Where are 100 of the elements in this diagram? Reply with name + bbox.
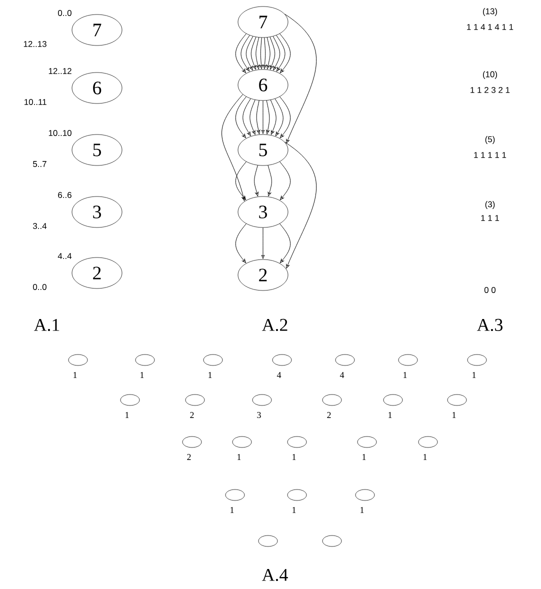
ellipse-node: 2 xyxy=(72,257,122,289)
ellipse-node: 5 xyxy=(72,134,122,166)
arrow xyxy=(280,33,291,74)
count-label: (10) xyxy=(483,71,497,79)
range-label: 10..10 xyxy=(48,130,72,136)
arrow xyxy=(222,94,246,201)
range-label: 5..7 xyxy=(33,161,46,167)
arrow xyxy=(266,37,270,70)
count-label: 4 xyxy=(340,372,344,378)
empty-ellipse xyxy=(357,436,377,448)
arrow xyxy=(276,35,286,72)
count-label: 1 xyxy=(472,372,476,378)
arrow xyxy=(280,96,291,138)
arrow xyxy=(280,223,291,264)
count-label: 1 xyxy=(404,372,407,378)
empty-ellipse xyxy=(418,436,438,448)
arrow xyxy=(240,35,250,72)
count-label: 1 1 2 3 2 1 xyxy=(470,87,510,93)
arrow xyxy=(261,227,265,259)
empty-ellipse xyxy=(398,354,418,366)
count-label: (5) xyxy=(485,136,495,144)
range-label: 3..4 xyxy=(33,223,47,229)
arrow xyxy=(270,36,276,70)
arrow xyxy=(242,98,251,136)
range-label: 12..12 xyxy=(48,68,72,74)
arrow xyxy=(272,36,280,70)
count-label: 1 xyxy=(424,454,427,460)
arrow xyxy=(263,37,266,69)
empty-ellipse xyxy=(135,354,155,366)
panel-caption: A.1 xyxy=(34,318,60,332)
empty-ellipse xyxy=(120,394,140,406)
range-label: 6..6 xyxy=(58,192,72,198)
empty-ellipse xyxy=(447,394,467,406)
empty-ellipse xyxy=(335,354,355,366)
ellipse-node: 7 xyxy=(238,6,288,38)
arrow xyxy=(254,165,258,196)
arrow xyxy=(260,37,263,69)
count-label: 1 xyxy=(140,372,144,378)
ellipse-node: 3 xyxy=(72,196,122,228)
arrow xyxy=(235,96,246,138)
range-label: 10..11 xyxy=(24,99,46,105)
empty-ellipse xyxy=(68,354,88,366)
count-label: 1 xyxy=(362,454,366,460)
empty-ellipse xyxy=(225,489,245,501)
range-label: 4..4 xyxy=(58,253,72,259)
ellipse-node: 7 xyxy=(72,14,122,46)
empty-ellipse xyxy=(383,394,403,406)
arrow xyxy=(268,165,272,196)
arrow xyxy=(235,223,246,264)
arrow xyxy=(246,36,254,70)
count-label: 1 xyxy=(292,454,296,460)
empty-ellipse xyxy=(232,436,252,448)
empty-ellipse xyxy=(355,489,375,501)
panel-caption: A.3 xyxy=(476,318,502,332)
range-label: 0..0 xyxy=(58,10,72,16)
arrow xyxy=(250,36,256,70)
arrow xyxy=(256,37,260,70)
empty-ellipse xyxy=(322,535,342,547)
count-label: 1 1 1 xyxy=(481,215,499,221)
empty-ellipse xyxy=(258,535,278,547)
ellipse-node: 3 xyxy=(238,196,288,228)
count-label: 1 xyxy=(238,454,241,460)
arrow xyxy=(270,100,276,135)
count-label: 1 1 1 1 1 xyxy=(474,152,506,158)
arrow xyxy=(235,161,246,200)
count-label: 2 xyxy=(327,412,331,418)
count-label: 1 xyxy=(388,412,392,418)
count-label: 3 xyxy=(257,412,261,418)
arrow xyxy=(274,98,284,136)
arrow xyxy=(250,100,256,135)
empty-ellipse xyxy=(322,394,342,406)
count-label: 1 xyxy=(292,507,296,513)
empty-ellipse xyxy=(252,394,272,406)
count-label: 2 xyxy=(187,454,191,460)
count-label: 2 xyxy=(190,412,194,418)
empty-ellipse xyxy=(185,394,205,406)
arrow xyxy=(256,100,260,134)
arrow xyxy=(235,33,246,74)
ellipse-node: 6 xyxy=(72,72,122,104)
empty-ellipse xyxy=(272,354,292,366)
ellipse-node: 6 xyxy=(238,69,288,101)
count-label: 1 xyxy=(452,412,456,418)
empty-ellipse xyxy=(287,489,307,501)
count-label: 4 xyxy=(276,372,282,378)
empty-ellipse xyxy=(287,436,307,448)
count-label: 1 xyxy=(74,372,77,378)
count-label: (13) xyxy=(483,8,497,16)
count-label: 1 xyxy=(230,507,234,513)
empty-ellipse xyxy=(467,354,487,366)
empty-ellipse xyxy=(203,354,223,366)
count-label: 1 xyxy=(360,507,364,513)
panel-caption: A.2 xyxy=(262,318,288,332)
arrow xyxy=(261,100,265,134)
range-label: 0..0 xyxy=(33,284,46,290)
count-label: 1 xyxy=(208,372,212,378)
count-label: 1 1 4 1 4 1 1 xyxy=(467,24,514,30)
count-label: 1 xyxy=(126,412,129,418)
panel-caption: A.4 xyxy=(262,568,288,582)
ellipse-node: 5 xyxy=(238,134,288,166)
arrow xyxy=(284,14,317,144)
